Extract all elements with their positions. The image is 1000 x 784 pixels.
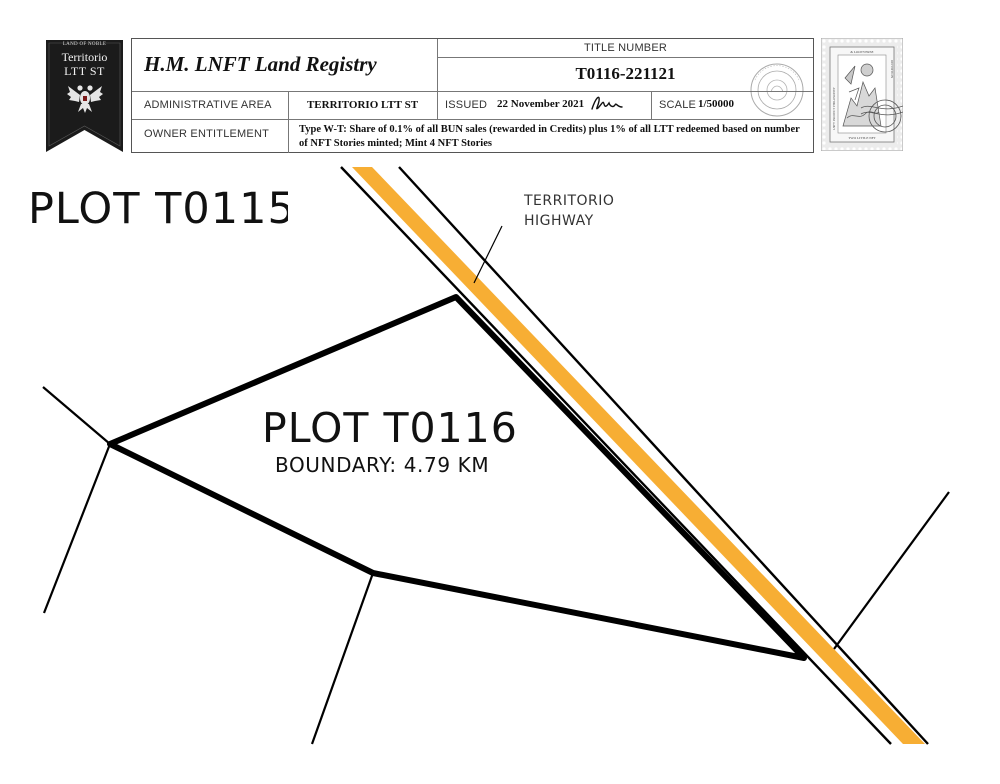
plot-t0116-boundary (107, 294, 807, 661)
highway-label-line2: HIGHWAY (524, 213, 594, 229)
stamp-right-text: DEFINITION (890, 60, 894, 79)
neighbor-plot-label: PLOT T0115 (28, 184, 288, 234)
owner-entitlement-text: Type W-T: Share of 0.1% of all BUN sales… (299, 124, 800, 149)
highway-label-line1: TERRITORIO (524, 193, 615, 209)
admin-area-value: TERRITORIO LTT ST (306, 99, 419, 111)
banner-small-text: LAND OF NOBLE (62, 42, 107, 47)
neighbor-boundary-line (310, 572, 375, 745)
highway-label-leader (473, 225, 503, 284)
territorio-highway (340, 166, 929, 745)
registry-title: H.M. LNFT Land Registry (144, 52, 377, 76)
stamp-left-text: LNFT PROJECT PHILOSOPHY (832, 87, 836, 130)
scale-value: 1/50000 (698, 98, 735, 110)
highway-surface (352, 167, 925, 744)
double-eagle-crest-icon (67, 85, 103, 113)
neighbor-boundary-line (42, 443, 112, 614)
highway-label: TERRITORIO HIGHWAY (524, 191, 614, 231)
official-seal-icon (750, 63, 804, 117)
scale-label: SCALE (659, 99, 697, 111)
registry-header-table: H.M. LNFT Land Registry TITLE NUMBER T01… (131, 38, 814, 153)
stamp-bottom-text: TWO LITTLE NFT (848, 136, 876, 140)
banner-subtitle: LTT ST (64, 64, 105, 78)
territory-banner: LAND OF NOBLE Territorio LTT ST (46, 40, 123, 152)
plot-title: PLOT T0116 (262, 404, 518, 452)
title-number-label: TITLE NUMBER (583, 42, 668, 54)
postage-stamp-icon: & LOOTVERSE TWO LITTLE NFT LNFT PROJECT … (821, 38, 903, 151)
owner-entitlement-label: OWNER ENTITLEMENT (144, 128, 270, 140)
signature-icon (591, 96, 623, 110)
neighbor-boundary-line (42, 386, 111, 445)
stamp-top-text: & LOOTVERSE (850, 50, 873, 54)
issued-date: 22 November 2021 (497, 98, 585, 110)
admin-area-label: ADMINISTRATIVE AREA (144, 99, 272, 111)
title-number-value: T0116-221121 (575, 64, 676, 83)
issued-label: ISSUED (445, 99, 488, 111)
neighbor-boundary-line (833, 491, 950, 650)
banner-name: Territorio (61, 50, 108, 64)
plot-boundary-length: BOUNDARY: 4.79 KM (275, 453, 490, 477)
